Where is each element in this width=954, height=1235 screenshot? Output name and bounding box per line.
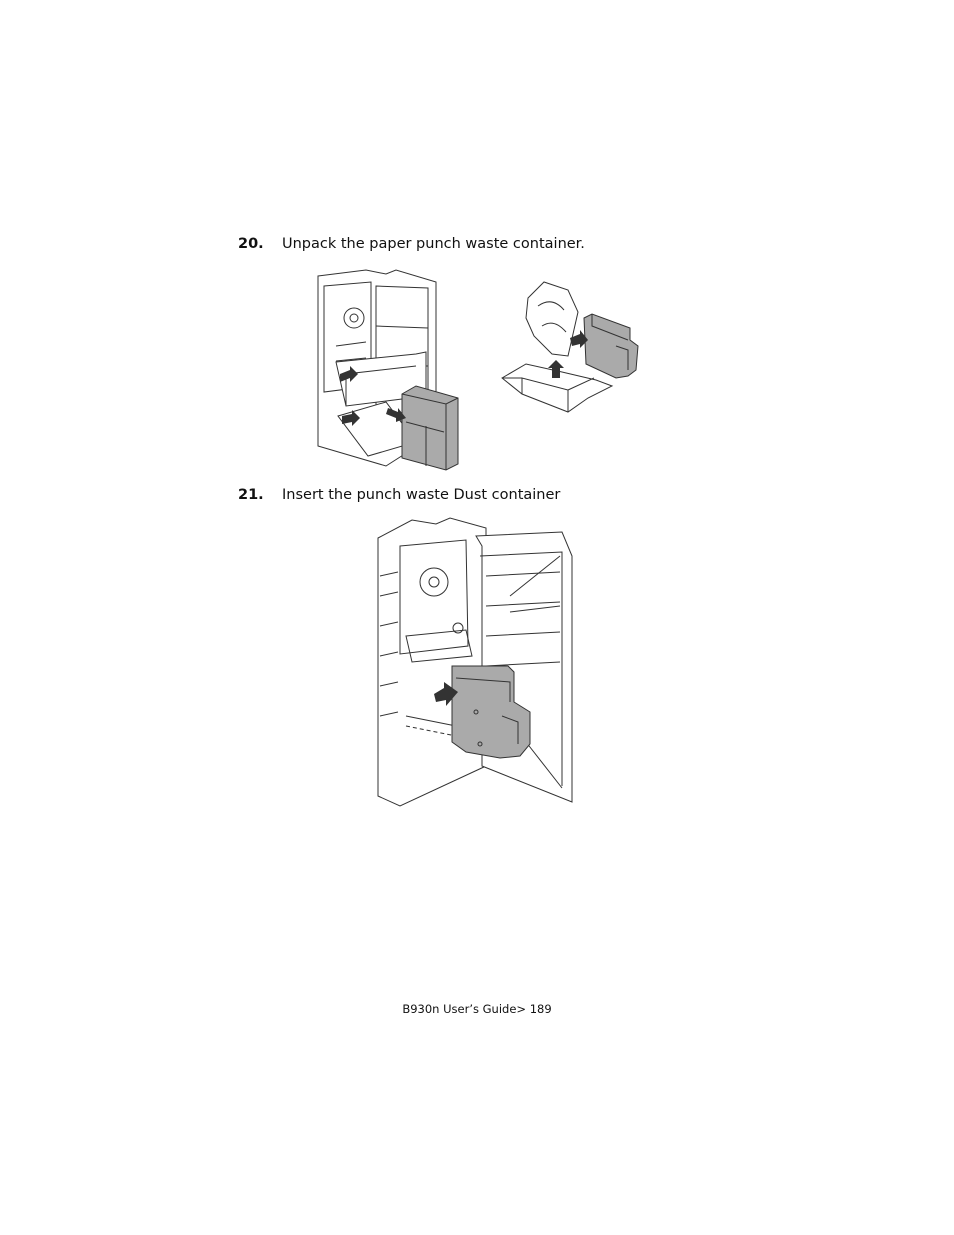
insert-diagram [377,517,573,807]
step-number: 20. [238,236,264,252]
unpack-diagram [317,269,639,471]
step-number: 21. [238,487,264,503]
unpack-illustration [316,266,640,472]
insert-arrow [434,682,458,706]
open-box [501,363,614,413]
plastic-bag [525,281,579,357]
container-right [583,313,639,379]
insert-container-illustration [376,516,576,808]
step-20: 20. Unpack the paper punch waste contain… [238,236,585,252]
step-text: Insert the punch waste Dust container [282,487,561,503]
step-text: Unpack the paper punch waste container. [282,236,585,252]
step-21: 21. Insert the punch waste Dust containe… [238,487,560,503]
page-footer: B930n User’s Guide> 189 [402,1002,552,1016]
